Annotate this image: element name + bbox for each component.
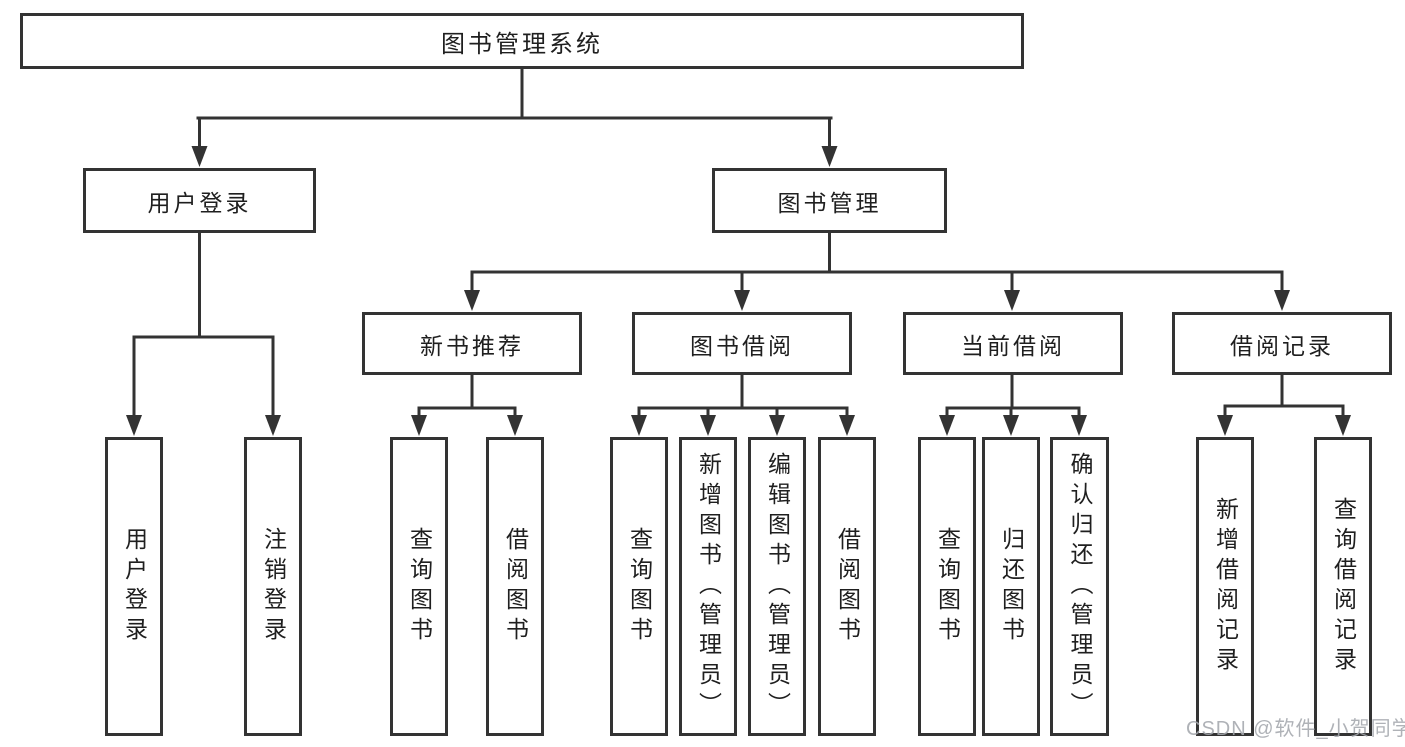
node-leaf-logout: 注销登录 (244, 437, 302, 736)
node-leaf-bb-edit-books: 编辑图书（管理员） (748, 437, 806, 736)
arrowhead-leaf-bb-query (631, 415, 647, 436)
arrowhead-current-borrow (1004, 290, 1020, 311)
node-leaf-user-login-label: 用户登录 (121, 526, 148, 647)
watermark-text: CSDN @软件_小贺同学 (1186, 718, 1405, 740)
node-leaf-cb-return-books-label: 归还图书 (998, 526, 1025, 647)
node-new-book-recommend: 新书推荐 (362, 312, 582, 375)
arrowhead-leaf-br-add (1217, 415, 1233, 436)
node-leaf-logout-label: 注销登录 (260, 526, 287, 647)
node-leaf-cb-confirm-return: 确认归还（管理员） (1050, 437, 1109, 736)
node-borrow-records-label: 借阅记录 (1230, 332, 1334, 359)
arrowhead-leaf-cb-confirm (1071, 415, 1087, 436)
node-leaf-nbr-query-books: 查询图书 (390, 437, 448, 736)
arrowhead-user-login (191, 146, 208, 167)
arrowhead-leaf-nbr-query (411, 415, 427, 436)
node-leaf-br-add-record-label: 新增借阅记录 (1212, 496, 1239, 677)
arrowhead-leaf-user-login (126, 415, 142, 436)
node-leaf-cb-query-books: 查询图书 (918, 437, 976, 736)
node-leaf-cb-return-books: 归还图书 (982, 437, 1040, 736)
node-leaf-bb-borrow-books-label: 借阅图书 (834, 526, 861, 647)
node-book-management-label: 图书管理 (777, 189, 882, 216)
node-root-label: 图书管理系统 (441, 30, 603, 58)
node-current-borrow-label: 当前借阅 (961, 332, 1065, 359)
arrowhead-leaf-br-query (1335, 415, 1351, 436)
node-user-login: 用户登录 (83, 168, 316, 233)
arrowhead-book-borrow (734, 290, 750, 311)
node-new-book-recommend-label: 新书推荐 (420, 332, 524, 359)
edge-book-borrow-to-leaves (637, 373, 849, 421)
node-user-login-label: 用户登录 (147, 189, 252, 216)
edge-current-borrow-to-leaves (945, 373, 1081, 421)
arrowhead-leaf-logout (265, 415, 281, 436)
node-book-borrow: 图书借阅 (632, 312, 852, 375)
node-leaf-br-query-record: 查询借阅记录 (1314, 437, 1372, 736)
arrowhead-leaf-bb-borrow (839, 415, 855, 436)
node-leaf-cb-query-books-label: 查询图书 (934, 526, 961, 647)
node-leaf-br-add-record: 新增借阅记录 (1196, 437, 1254, 736)
node-leaf-nbr-borrow-books-label: 借阅图书 (502, 526, 529, 647)
node-book-management: 图书管理 (712, 168, 947, 233)
arrowhead-leaf-cb-query (939, 415, 955, 436)
node-leaf-nbr-query-books-label: 查询图书 (406, 526, 433, 647)
node-leaf-bb-query-books-label: 查询图书 (626, 526, 653, 647)
node-leaf-br-query-record-label: 查询借阅记录 (1330, 496, 1357, 677)
node-book-borrow-label: 图书借阅 (690, 332, 794, 359)
node-current-borrow: 当前借阅 (903, 312, 1123, 375)
arrowhead-leaf-bb-add (700, 415, 716, 436)
node-leaf-bb-borrow-books: 借阅图书 (818, 437, 876, 736)
arrowhead-new-book-recommend (464, 290, 480, 311)
arrowhead-leaf-nbr-borrow (507, 415, 523, 436)
node-root-system: 图书管理系统 (20, 13, 1024, 69)
node-leaf-bb-query-books: 查询图书 (610, 437, 668, 736)
edge-new-book-recommend-to-leaves (417, 373, 517, 421)
edge-borrow-records-to-leaves (1223, 373, 1345, 421)
node-leaf-user-login: 用户登录 (105, 437, 163, 736)
node-leaf-cb-confirm-return-label: 确认归还（管理员） (1067, 451, 1093, 722)
arrowhead-book-management (821, 146, 838, 167)
node-leaf-bb-add-books-label: 新增图书（管理员） (695, 451, 722, 722)
arrowhead-borrow-records (1274, 290, 1290, 311)
arrowhead-leaf-bb-edit (769, 415, 785, 436)
node-leaf-nbr-borrow-books: 借阅图书 (486, 437, 544, 736)
edge-user-login-to-leaves (132, 231, 275, 421)
edge-book-management-to-level2 (470, 231, 1284, 296)
edge-root-to-level1 (196, 67, 833, 152)
arrowhead-leaf-cb-return (1003, 415, 1019, 436)
node-leaf-bb-edit-books-label: 编辑图书（管理员） (764, 451, 791, 722)
node-borrow-records: 借阅记录 (1172, 312, 1392, 375)
node-leaf-bb-add-books: 新增图书（管理员） (679, 437, 737, 736)
